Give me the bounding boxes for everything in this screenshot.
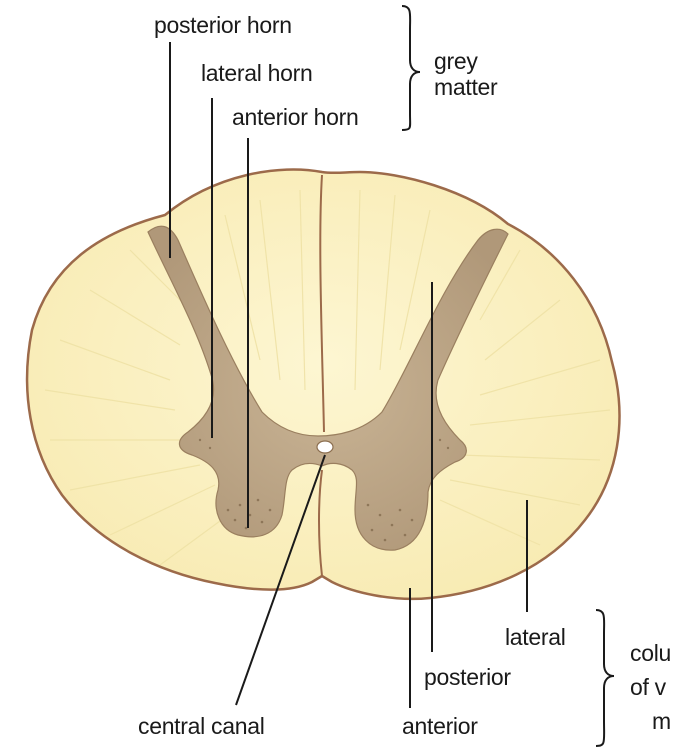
grey-matter-bracket bbox=[402, 6, 420, 130]
label-anterior: anterior bbox=[402, 713, 478, 739]
label-grey-matter-line1: grey bbox=[434, 48, 478, 74]
label-columns-line2: of v bbox=[630, 674, 666, 700]
label-grey-matter-line2: matter bbox=[434, 74, 497, 100]
central-canal bbox=[317, 441, 333, 453]
label-posterior: posterior bbox=[424, 664, 511, 690]
label-columns-line1: colu bbox=[630, 640, 671, 666]
label-lateral: lateral bbox=[505, 624, 566, 650]
columns-bracket bbox=[596, 610, 614, 746]
label-columns-line3: m bbox=[652, 708, 671, 734]
label-lateral-horn: lateral horn bbox=[201, 60, 312, 86]
label-central-canal: central canal bbox=[138, 713, 265, 739]
label-anterior-horn: anterior horn bbox=[232, 104, 359, 130]
label-posterior-horn: posterior horn bbox=[154, 12, 292, 38]
